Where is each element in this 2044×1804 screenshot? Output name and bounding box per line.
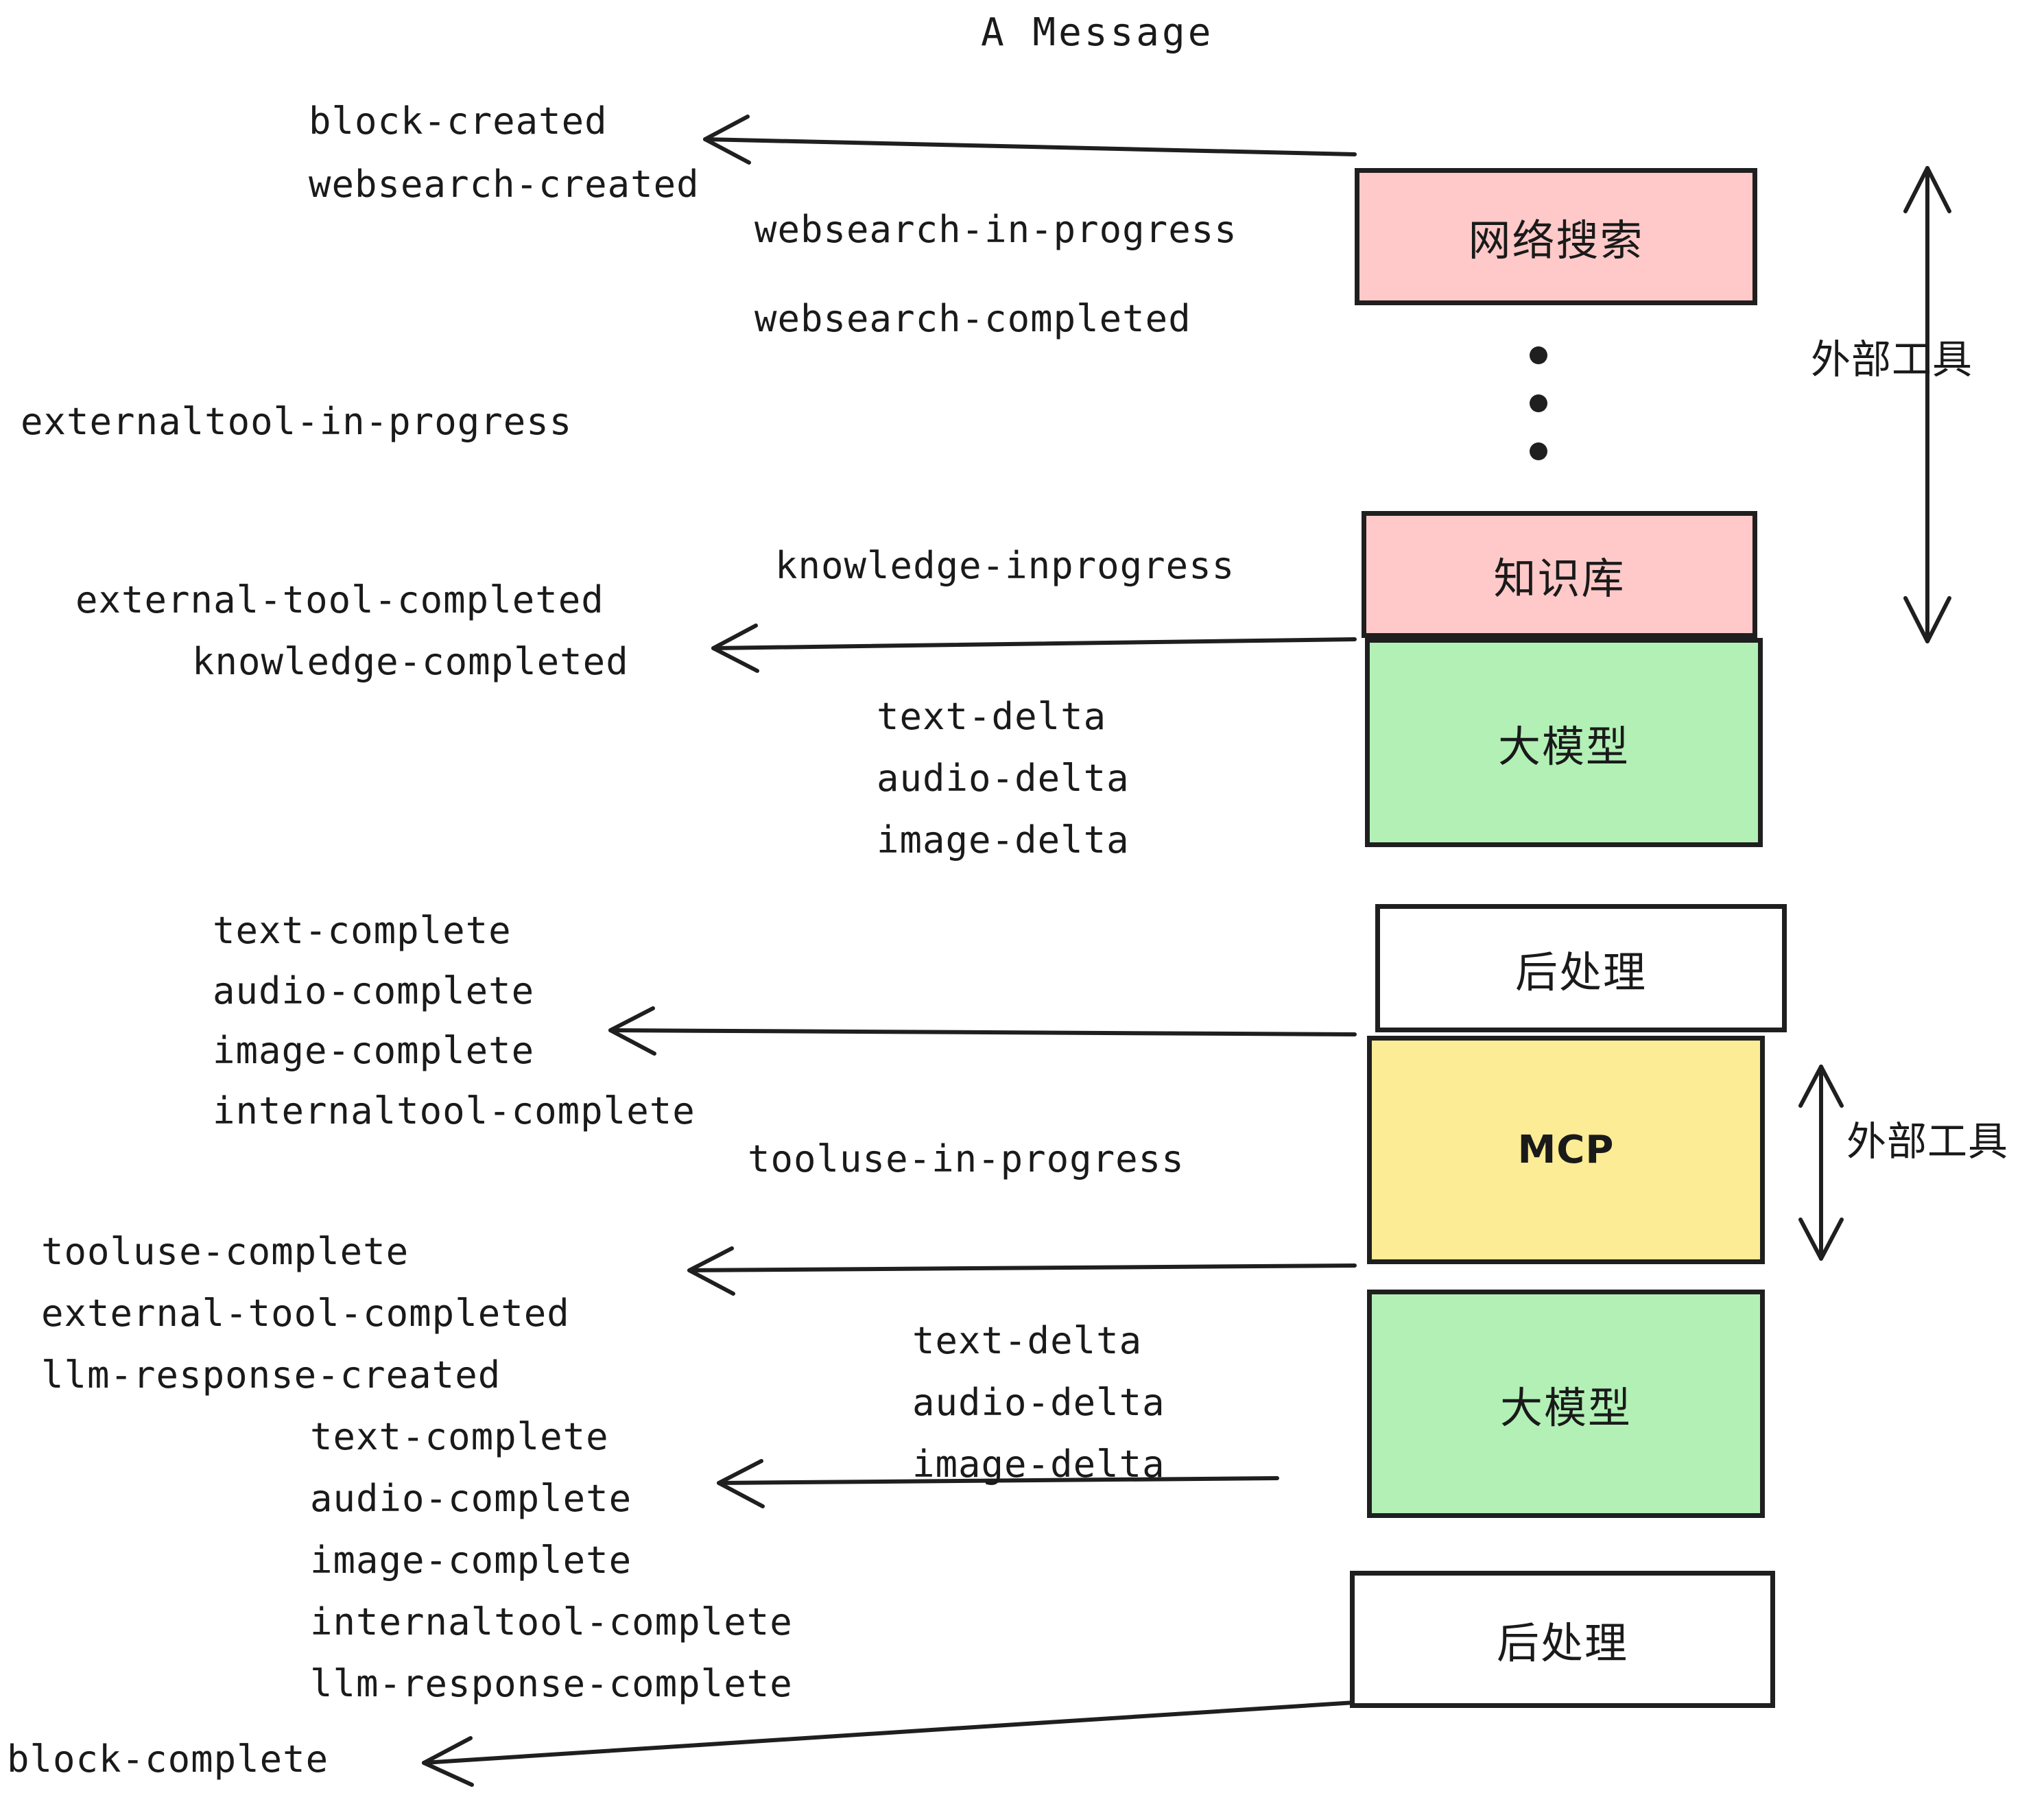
box-llm-1: 大模型	[1365, 638, 1763, 847]
box-llm-1-label: 大模型	[1497, 721, 1630, 772]
page-title: A Message	[981, 10, 1214, 55]
box-mcp: MCP	[1367, 1036, 1765, 1264]
box-websearch: 网络搜索	[1355, 168, 1757, 305]
event-image-complete-1: image-complete	[213, 1029, 535, 1072]
side-label-external-tool-bottom: 外部工具	[1846, 1118, 2009, 1165]
external-tool-bottom-arrow	[1798, 1065, 1844, 1261]
side-label-external-tool-top: 外部工具	[1811, 336, 1973, 383]
arrow-block-created	[703, 115, 1357, 165]
ellipsis-dot-2	[1530, 394, 1547, 412]
box-postprocess-2: 后处理	[1350, 1571, 1775, 1708]
arrow-image-complete	[608, 1006, 1357, 1056]
event-websearch-in-progress: websearch-in-progress	[754, 208, 1237, 251]
event-text-complete-1: text-complete	[213, 909, 512, 952]
event-internaltool-complete-1: internaltool-complete	[213, 1089, 696, 1132]
box-knowledge: 知识库	[1362, 511, 1757, 638]
event-websearch-created: websearch-created	[309, 163, 700, 206]
event-externaltool-in-progress: externaltool-in-progress	[21, 400, 573, 443]
event-llm-response-created: llm-response-created	[41, 1353, 501, 1397]
event-tooluse-in-progress: tooluse-in-progress	[748, 1137, 1185, 1180]
box-knowledge-label: 知识库	[1493, 553, 1626, 604]
box-mcp-label: MCP	[1517, 1128, 1615, 1172]
box-postprocess-1: 后处理	[1375, 904, 1787, 1032]
event-block-complete: block-complete	[7, 1737, 329, 1781]
event-audio-complete-1: audio-complete	[213, 969, 535, 1012]
box-websearch-label: 网络搜索	[1468, 215, 1644, 265]
event-llm-response-complete: llm-response-complete	[310, 1662, 793, 1705]
box-llm-2: 大模型	[1367, 1290, 1765, 1518]
arrow-tooluse-complete	[687, 1246, 1357, 1296]
box-llm-2-label: 大模型	[1499, 1382, 1632, 1433]
event-image-delta-2: image-delta	[912, 1443, 1165, 1486]
event-block-created: block-created	[309, 99, 608, 143]
event-audio-complete-2: audio-complete	[310, 1477, 632, 1520]
event-text-complete-2: text-complete	[310, 1415, 609, 1458]
event-external-tool-completed-2: external-tool-completed	[41, 1292, 570, 1335]
event-knowledge-inprogress: knowledge-inprogress	[775, 544, 1235, 587]
event-text-delta-1: text-delta	[877, 695, 1107, 738]
external-tool-top-arrow	[1903, 166, 1951, 643]
event-internaltool-complete-2: internaltool-complete	[310, 1600, 793, 1643]
arrow-block-complete	[422, 1700, 1357, 1787]
event-knowledge-completed: knowledge-completed	[192, 640, 629, 683]
arrow-knowledge-completed	[711, 624, 1357, 673]
event-audio-delta-1: audio-delta	[877, 757, 1130, 800]
event-text-delta-2: text-delta	[912, 1319, 1143, 1362]
event-image-delta-1: image-delta	[877, 818, 1130, 862]
box-postprocess-2-label: 后处理	[1496, 1618, 1628, 1668]
event-external-tool-completed-1: external-tool-completed	[75, 578, 604, 621]
box-postprocess-1-label: 后处理	[1514, 947, 1647, 997]
event-websearch-completed: websearch-completed	[754, 297, 1191, 340]
event-tooluse-complete: tooluse-complete	[41, 1230, 409, 1273]
event-image-complete-2: image-complete	[310, 1539, 632, 1582]
event-audio-delta-2: audio-delta	[912, 1381, 1165, 1424]
ellipsis-dot-3	[1530, 442, 1547, 460]
ellipsis-dot-1	[1530, 346, 1547, 364]
